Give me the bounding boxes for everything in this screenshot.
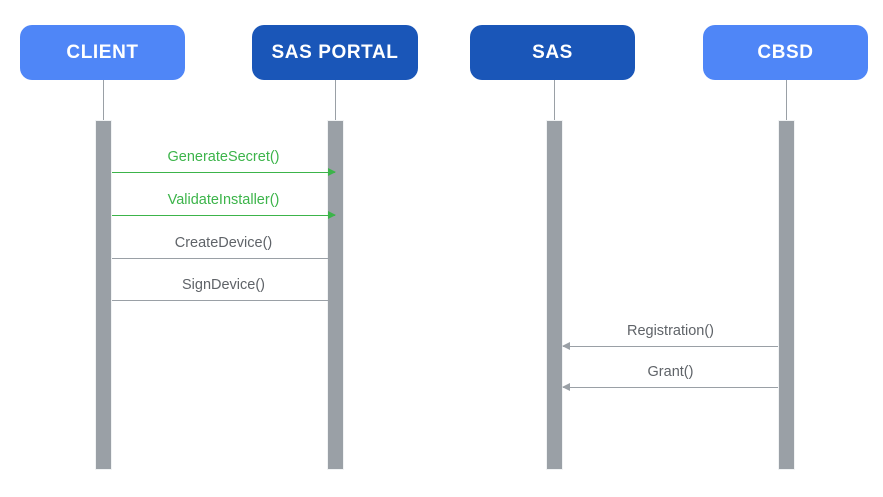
lifeline-sas-portal [335,80,336,120]
activation-bar-sas-portal [327,120,344,470]
message-label: GenerateSecret() [167,149,280,166]
message-line [112,258,335,259]
lifeline-cbsd [786,80,787,120]
lifeline-sas [554,80,555,120]
participant-label: CLIENT [66,41,139,63]
participant-label: SAS PORTAL [271,41,399,63]
arrowhead-left-icon [562,342,570,350]
lifeline-client [103,80,104,120]
message-line [112,300,335,301]
message-label: ValidateInstaller() [167,192,280,209]
participant-client[interactable]: CLIENT [20,25,185,80]
message-line [112,172,335,173]
message-label: Grant() [647,364,694,381]
message-label: Registration() [626,323,715,340]
arrowhead-right-icon [328,254,336,262]
arrowhead-right-icon [328,296,336,304]
arrowhead-right-icon [328,211,336,219]
participant-label: CBSD [757,41,814,63]
arrowhead-right-icon [328,168,336,176]
message-label: SignDevice() [182,277,265,294]
activation-bar-client [95,120,112,470]
message-line [112,215,335,216]
participant-sas-portal[interactable]: SAS PORTAL [252,25,418,80]
message-label: CreateDevice() [174,235,273,252]
arrowhead-left-icon [562,383,570,391]
participant-label: SAS [532,41,573,63]
message-line [563,346,778,347]
participant-cbsd[interactable]: CBSD [703,25,868,80]
message-line [563,387,778,388]
activation-bar-cbsd [778,120,795,470]
participant-sas[interactable]: SAS [470,25,635,80]
activation-bar-sas [546,120,563,470]
